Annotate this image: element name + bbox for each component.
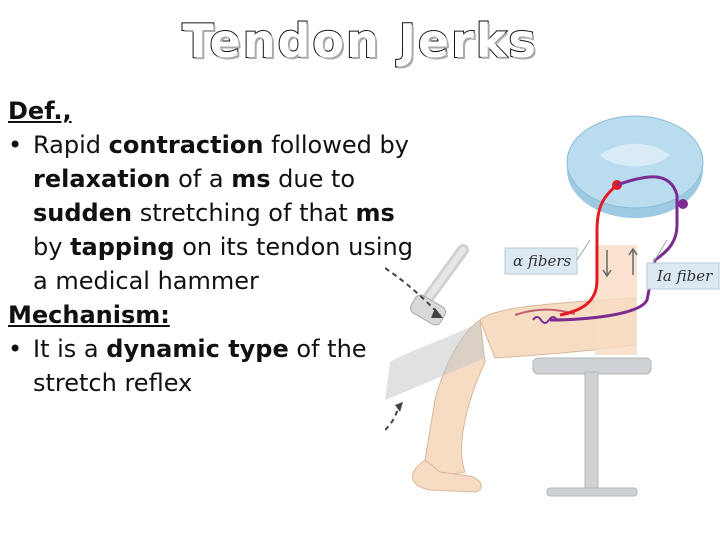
text-run: due to xyxy=(270,165,356,193)
text-run: It is a xyxy=(33,335,107,363)
ia-sensory-fiber xyxy=(549,175,679,322)
text-run: by xyxy=(33,233,71,261)
definition-bullet: Rapid contraction followed by relaxation… xyxy=(8,128,423,298)
slide-title: Tendon Jerks xyxy=(181,13,538,69)
text-run-bold: ms xyxy=(355,199,395,227)
text-run: of the stretch reflex xyxy=(33,335,367,397)
text-run: of a xyxy=(170,165,232,193)
text-run-bold: dynamic type xyxy=(106,335,289,363)
text-run-bold: tapping xyxy=(70,233,175,261)
text-run-bold: ms xyxy=(231,165,271,193)
alpha-motor-fiber xyxy=(559,183,618,317)
slide-body: Def., Rapid contraction followed by rela… xyxy=(8,94,423,400)
text-run: followed by xyxy=(263,131,409,159)
direction-arrows xyxy=(602,247,638,278)
ia-fiber-label: Ia fiber xyxy=(646,239,720,290)
text-run: Rapid xyxy=(33,131,109,159)
text-run-bold: contraction xyxy=(108,131,264,159)
text-run-bold: relaxation xyxy=(33,165,171,193)
spinal-cord xyxy=(566,115,704,218)
reflex-illustration: α fibers Ia fiber xyxy=(385,115,720,497)
alpha-fibers-text: α fibers xyxy=(513,252,572,270)
ia-fiber-text: Ia fiber xyxy=(656,267,713,285)
alpha-fibers-label: α fibers xyxy=(504,239,591,275)
stool xyxy=(532,357,652,497)
text-run: on its tendon using a medical hammer xyxy=(33,233,413,295)
text-run: stretching of that xyxy=(132,199,356,227)
mechanism-heading: Mechanism: xyxy=(8,301,170,329)
leg-figure xyxy=(385,245,637,493)
definition-heading: Def., xyxy=(8,97,72,125)
mechanism-bullet: It is a dynamic type of the stretch refl… xyxy=(8,332,423,400)
text-run-bold: sudden xyxy=(33,199,133,227)
